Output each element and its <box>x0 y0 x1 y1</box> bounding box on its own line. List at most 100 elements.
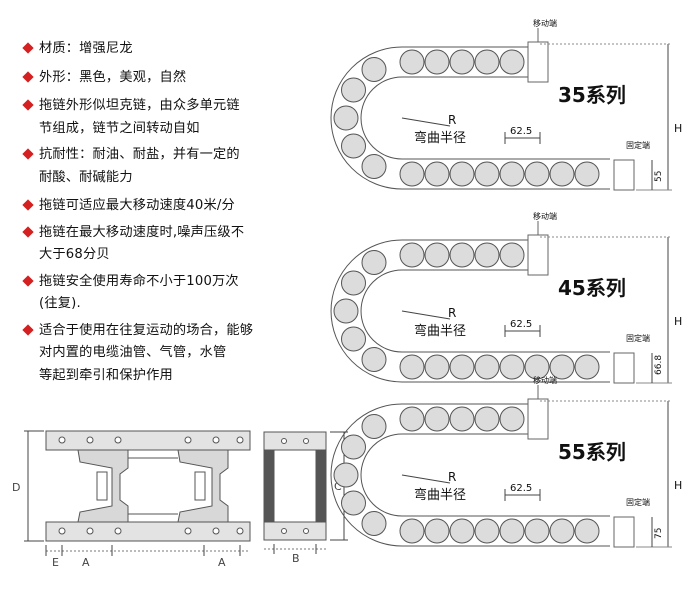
link-pin-hole <box>184 436 192 444</box>
chain-link <box>424 518 450 544</box>
chain-link <box>474 518 500 544</box>
radius-label: R <box>448 470 456 484</box>
link-side-plate-left <box>77 449 129 523</box>
dim-b-label: B <box>292 552 300 565</box>
dim-a-right-label: A <box>218 556 226 569</box>
link-pin-hole <box>184 527 192 535</box>
link-pin-hole <box>212 527 220 535</box>
chain-link <box>361 414 387 439</box>
radius-label: R <box>448 306 456 320</box>
chain-link <box>341 270 366 296</box>
chain-link <box>499 406 525 432</box>
height-label: H <box>674 479 682 492</box>
fixed-end-bracket <box>613 352 635 384</box>
chain-link <box>449 354 475 380</box>
feature-noise: 拖链在最大移动速度时,噪声压级不大于68分贝 <box>22 222 322 267</box>
chain-link <box>361 347 387 372</box>
link-pin-hole <box>86 527 94 535</box>
dim-e-label: E <box>52 556 59 569</box>
dim-c-label: C <box>334 480 342 493</box>
chain-link <box>424 354 450 380</box>
chain-link <box>361 250 387 275</box>
chain-link <box>424 49 450 75</box>
radius-label: R <box>448 113 456 127</box>
chain-link <box>549 354 575 380</box>
chain-link <box>399 242 425 268</box>
link-side-plate-right <box>177 449 229 523</box>
base-height-label: 66.8 <box>654 355 664 375</box>
chain-body <box>330 46 610 190</box>
fixed-end-label: 固定端 <box>626 333 650 343</box>
chain-link <box>574 354 600 380</box>
feature-speed: 拖链可适应最大移动速度40米/分 <box>22 195 322 218</box>
link-front-dimensions: D E A A <box>12 430 250 569</box>
dim-d-label: D <box>12 481 20 494</box>
chain-link <box>399 354 425 380</box>
feature-appearance: 外形：黑色，美观，自然 <box>22 67 322 90</box>
chain-link <box>399 406 425 432</box>
bend-radius-label: 弯曲半径 <box>414 130 466 146</box>
chain-link <box>333 105 359 131</box>
chain-link <box>474 354 500 380</box>
radius-leader-line <box>401 310 451 320</box>
feature-resistance: 抗耐性：耐油、耐盐，并有一定的耐酸、耐碱能力 <box>22 144 322 189</box>
link-pin-hole <box>114 436 122 444</box>
base-height-label: 55 <box>654 171 664 182</box>
chain-link <box>524 354 550 380</box>
fixed-end-bracket <box>613 516 635 548</box>
link-bottom-bar <box>45 521 251 542</box>
chain-link <box>449 49 475 75</box>
height-label: H <box>674 122 682 135</box>
link-pin-hole <box>58 527 66 535</box>
chain-link <box>449 518 475 544</box>
link-pin-hole <box>114 527 122 535</box>
radius-leader-line <box>401 474 451 484</box>
chain-link <box>449 161 475 187</box>
moving-end-bracket <box>527 234 549 276</box>
chain-link <box>341 434 366 460</box>
moving-end-label: 移动端 <box>533 18 557 28</box>
chain-link <box>499 242 525 268</box>
moving-end-bracket <box>527 41 549 83</box>
chain-link <box>474 242 500 268</box>
pitch-label: 62.5 <box>510 483 532 494</box>
chain-link <box>549 161 575 187</box>
chain-link <box>424 242 450 268</box>
height-label: H <box>674 315 682 328</box>
fixed-end-label: 固定端 <box>626 140 650 150</box>
chain-link <box>399 49 425 75</box>
chain-link <box>341 490 366 516</box>
chain-link <box>341 133 366 159</box>
chain-link <box>424 161 450 187</box>
feature-lifetime: 拖链安全使用寿命不小于100万次(往复). <box>22 271 322 316</box>
link-pin-hole <box>236 527 244 535</box>
link-top-bar <box>45 430 251 451</box>
chain-link <box>499 161 525 187</box>
chain-link <box>574 518 600 544</box>
chain-link <box>499 354 525 380</box>
pitch-label: 62.5 <box>510 126 532 137</box>
feature-list: 材质：增强尼龙 外形：黑色，美观，自然 拖链外形似坦克链，由众多单元链节组成，链… <box>22 38 322 387</box>
chain-link <box>333 462 359 488</box>
feature-structure: 拖链外形似坦克链，由众多单元链节组成，链节之间转动自如 <box>22 95 322 140</box>
moving-end-label: 移动端 <box>533 211 557 221</box>
link-pin-hole <box>236 436 244 444</box>
chain-link <box>361 57 387 82</box>
chain-link <box>399 518 425 544</box>
moving-end-bracket <box>527 398 549 440</box>
chain-link <box>449 406 475 432</box>
series-title: 45系列 <box>558 276 626 300</box>
chain-link <box>361 511 387 536</box>
chain-body <box>330 239 610 383</box>
chain-link <box>499 49 525 75</box>
radius-leader-line <box>401 117 451 127</box>
chain-link <box>499 518 525 544</box>
chain-link <box>474 406 500 432</box>
bend-radius-label: 弯曲半径 <box>414 323 466 339</box>
chain-link <box>341 77 366 103</box>
chain-link <box>341 326 366 352</box>
link-front-view <box>45 430 251 542</box>
